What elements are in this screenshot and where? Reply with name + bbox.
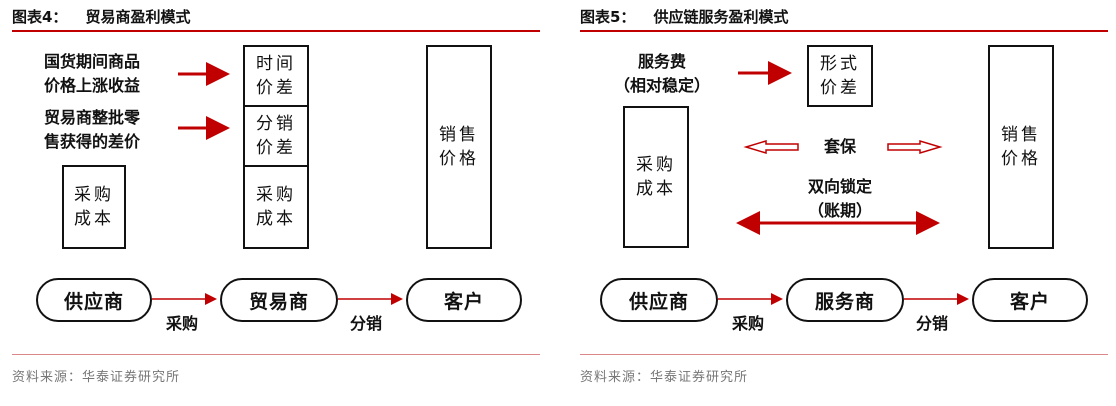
figure-5-title: 图表5： 供应链服务盈利模式 — [580, 6, 788, 27]
source-rule — [580, 354, 1108, 355]
time-spread-box: 时间 价差 — [243, 45, 309, 107]
source-note: 资料来源：华泰证券研究所 — [580, 370, 749, 385]
purchase-edge-label: 采购 — [732, 314, 765, 333]
distribution-edge-label: 分销 — [916, 314, 949, 333]
source-rule — [12, 354, 540, 355]
bidirectional-lock-label: 双向锁定 （账期） — [807, 177, 872, 220]
sales-price-box: 销售 价格 — [426, 45, 492, 249]
supplier-node: 供应商 — [600, 278, 718, 322]
sales-price-box: 销售 价格 — [988, 45, 1054, 249]
service-fee-label: 服务费 （相对稳定） — [613, 52, 710, 95]
distribution-gain-label: 贸易商整批零 售获得的差价 — [44, 108, 141, 151]
purchase-cost-box: 采购 成本 — [62, 165, 126, 249]
figure-4-arrows — [152, 62, 403, 305]
title-rule — [12, 30, 540, 32]
trader-node: 贸易商 — [220, 278, 338, 322]
figure-5-number: 图表5： — [580, 8, 636, 26]
customer-node: 客户 — [406, 278, 522, 322]
figure-5-title-text: 供应链服务盈利模式 — [653, 8, 789, 26]
source-note: 资料来源：华泰证券研究所 — [12, 370, 181, 385]
time-gain-label: 国货期间商品 价格上涨收益 — [44, 52, 141, 95]
hedge-label: 套保 — [823, 137, 856, 156]
figure-4-title-text: 贸易商盈利模式 — [85, 8, 191, 26]
distribution-edge-label: 分销 — [350, 314, 383, 333]
hedge-left-arrow — [743, 139, 799, 155]
stack-purchase-cost-box: 采购 成本 — [243, 165, 309, 249]
customer-node: 客户 — [972, 278, 1088, 322]
figure-4-panel: 图表4：贸易商盈利模式 国货期间商品 价格上涨收益 贸易商整批零 售获得的差价 … — [0, 0, 548, 406]
purchase-edge-label: 采购 — [166, 314, 199, 333]
title-rule — [580, 30, 1108, 32]
purchase-cost-box: 采购 成本 — [623, 106, 689, 248]
figure-5-arrows — [718, 61, 969, 305]
supplier-node: 供应商 — [36, 278, 152, 322]
service-provider-node: 服务商 — [786, 278, 904, 322]
figure-5-panel: 图表5：供应链服务盈利模式 服务费 （相对稳定） 采购 成本 形式 价差 套保 … — [568, 0, 1116, 406]
figure-4-number: 图表4： — [12, 8, 68, 26]
distribution-spread-box: 分销 价差 — [243, 105, 309, 167]
figure-4-title: 图表4： 贸易商盈利模式 — [12, 6, 190, 27]
form-spread-box: 形式 价差 — [807, 45, 873, 107]
hedge-right-arrow — [887, 139, 943, 155]
